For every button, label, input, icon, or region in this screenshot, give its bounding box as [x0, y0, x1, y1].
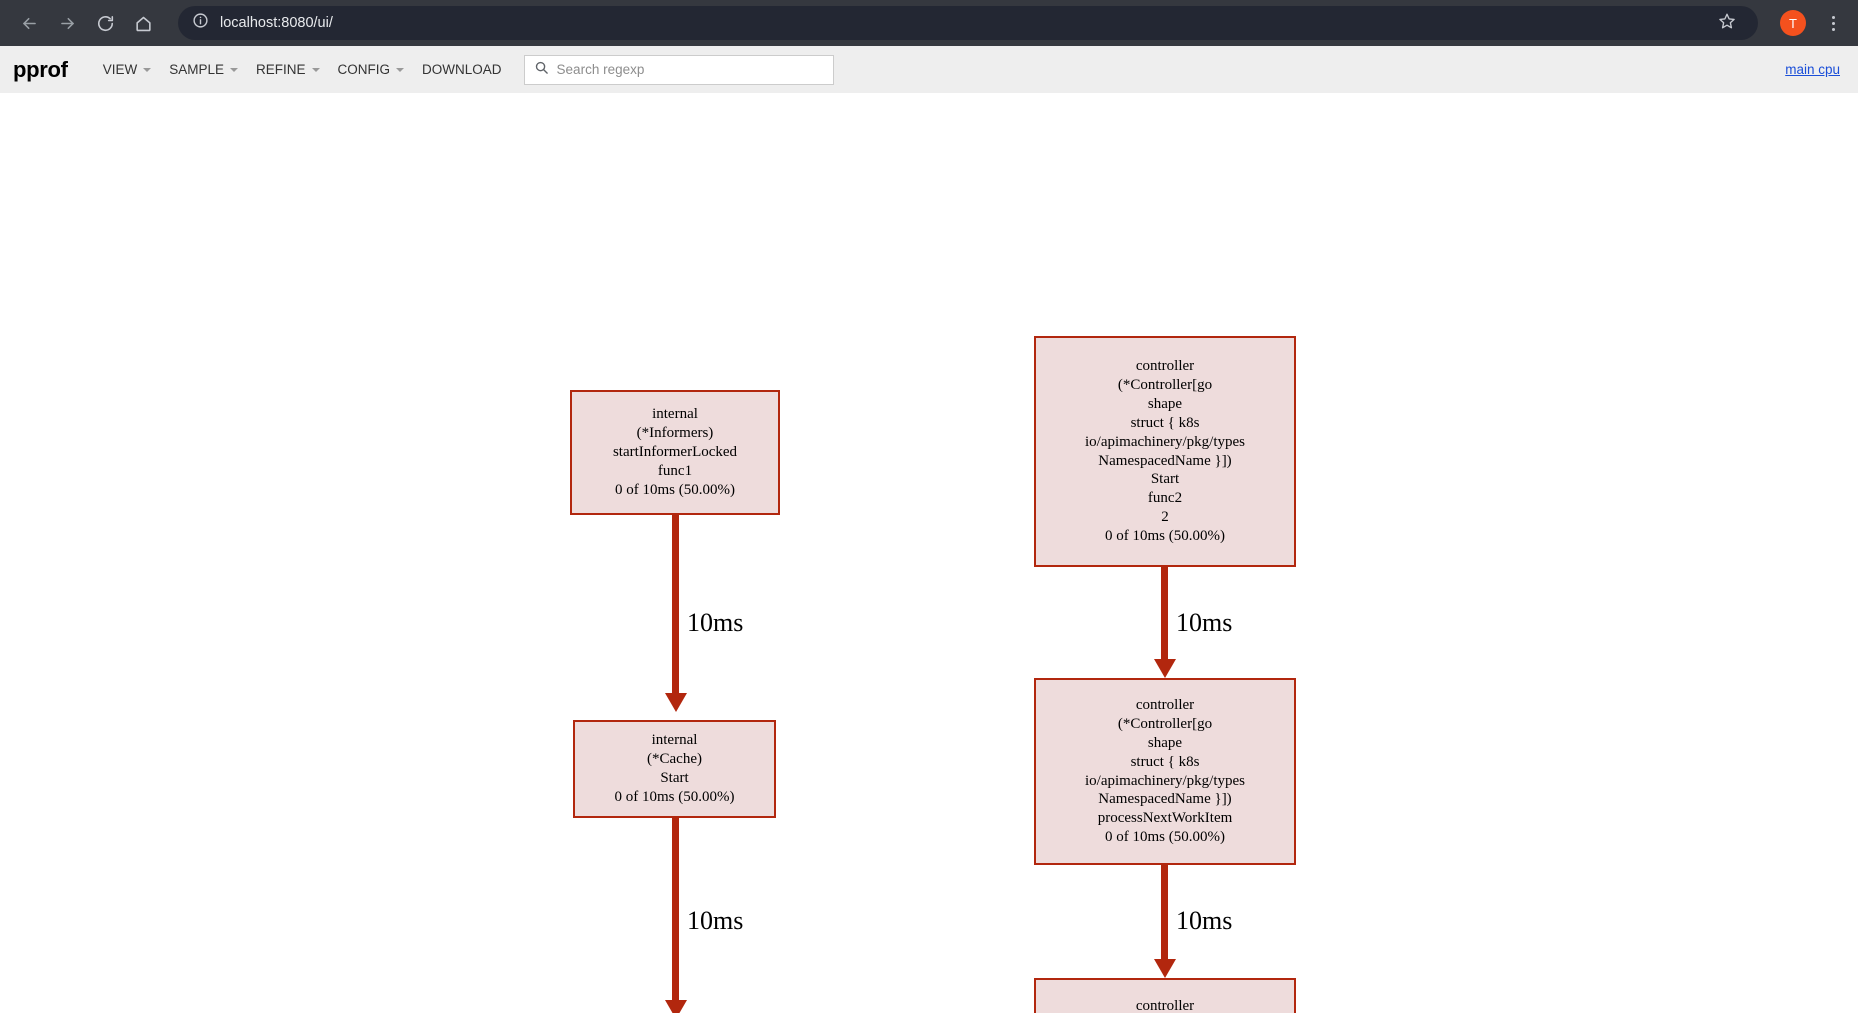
- graph-node-line: startInformerLocked: [612, 444, 738, 461]
- graph-node-line: struct { k8s: [1130, 414, 1200, 431]
- chevron-down-icon: [230, 67, 239, 72]
- graph-node-line: shape: [1147, 396, 1183, 413]
- search-input[interactable]: [556, 62, 824, 77]
- graph-edge: [1161, 567, 1168, 659]
- address-bar[interactable]: localhost:8080/ui/: [178, 6, 1758, 40]
- graph-node-line: 2: [1161, 508, 1169, 525]
- menu-config-label: CONFIG: [337, 62, 391, 77]
- graph-edge: [672, 818, 679, 1000]
- back-arrow-icon: [20, 14, 39, 33]
- home-button[interactable]: [126, 6, 160, 40]
- graph-node-line: Start: [660, 770, 689, 786]
- graph-node-line: struct { k8s: [1130, 753, 1200, 770]
- menu-sample-label: SAMPLE: [169, 62, 225, 77]
- menu-download-label: DOWNLOAD: [422, 62, 502, 77]
- avatar[interactable]: T: [1780, 10, 1806, 36]
- menu-view[interactable]: VIEW: [94, 56, 161, 83]
- menu-sample[interactable]: SAMPLE: [160, 56, 247, 83]
- kebab-menu-icon: [1831, 21, 1835, 25]
- graph-node-line: func2: [1147, 490, 1183, 507]
- flamegraph-canvas[interactable]: 10ms 10ms 10ms 10ms internal (*Informers) star…: [0, 93, 1858, 1013]
- graph-edge-label: 10ms: [687, 906, 744, 935]
- browser-menu-button[interactable]: [1820, 6, 1846, 40]
- kebab-menu-icon: [1831, 15, 1835, 19]
- graph-node-line: controller: [1135, 697, 1195, 714]
- graph-node-line: 0 of 10ms (50.00%): [614, 788, 735, 805]
- graph-node-line: controller: [1135, 997, 1195, 1013]
- graph-node-line: NamespacedName }]): [1098, 791, 1232, 808]
- kebab-menu-icon: [1831, 27, 1835, 31]
- graph-edge-arrowhead: [664, 1000, 687, 1013]
- back-button[interactable]: [12, 6, 46, 40]
- home-icon: [134, 14, 153, 33]
- menu-config[interactable]: CONFIG: [329, 56, 414, 83]
- graph-edge: [1161, 865, 1168, 959]
- graph-node-line: Start: [1150, 471, 1180, 488]
- search-icon: [534, 60, 549, 80]
- graph-node-line: (*Informers): [636, 425, 714, 442]
- graph-edge-arrowhead: [664, 693, 687, 712]
- menu-view-label: VIEW: [102, 62, 138, 77]
- graph-edge-arrowhead: [1153, 659, 1176, 678]
- chevron-down-icon: [143, 67, 152, 72]
- graph-node-line: 0 of 10ms (50.00%): [615, 481, 735, 498]
- graph-node-line: NamespacedName }]): [1098, 452, 1232, 469]
- graph-node-line: controller: [1135, 358, 1195, 375]
- search-box[interactable]: [523, 54, 834, 85]
- url-text: localhost:8080/ui/: [220, 15, 333, 31]
- info-circle-icon[interactable]: [192, 12, 209, 34]
- forward-arrow-icon: [58, 14, 77, 33]
- graph-edge-label: 10ms: [687, 608, 744, 637]
- graph-node-line: (*Cache): [647, 751, 702, 768]
- browser-toolbar: localhost:8080/ui/ T: [0, 0, 1858, 46]
- graph-edge-arrowhead: [1153, 959, 1176, 978]
- reload-icon: [96, 14, 115, 33]
- graph-node-line: 0 of 10ms (50.00%): [1105, 828, 1225, 845]
- chevron-down-icon: [311, 67, 320, 72]
- menu-download[interactable]: DOWNLOAD: [413, 56, 511, 83]
- graph-edge-label: 10ms: [1176, 608, 1233, 637]
- graph-node-line: internal: [652, 406, 698, 423]
- graph-node-line: (*Controller[go: [1117, 377, 1213, 394]
- pprof-header: pprof VIEW SAMPLE REFINE CONFIG DOWNLOAD…: [0, 46, 1858, 93]
- graph-node-line: 0 of 10ms (50.00%): [1105, 527, 1225, 544]
- page-title: pprof: [13, 56, 68, 82]
- graph-node-line: internal: [651, 732, 698, 749]
- graph-node-line: io/apimachinery/pkg/types: [1085, 433, 1245, 450]
- graph-node-line: (*Controller[go: [1117, 716, 1213, 733]
- reload-button[interactable]: [88, 6, 122, 40]
- graph-node-line: shape: [1147, 734, 1183, 751]
- graph-node-line: func1: [657, 462, 693, 479]
- menu-refine-label: REFINE: [256, 62, 306, 77]
- chevron-down-icon: [396, 67, 405, 72]
- graph-node[interactable]: internal (*Cache) Start 0 of 10ms (50.00%): [573, 720, 776, 818]
- bookmark-button[interactable]: [1712, 8, 1742, 38]
- star-icon: [1718, 12, 1736, 35]
- graph-node-line: io/apimachinery/pkg/types: [1085, 772, 1245, 789]
- profile-link[interactable]: main cpu: [1785, 62, 1840, 77]
- menu-refine[interactable]: REFINE: [247, 56, 329, 83]
- graph-edge: [672, 515, 679, 693]
- graph-edge-label: 10ms: [1176, 906, 1233, 935]
- graph-node-line: processNextWorkItem: [1097, 810, 1233, 827]
- forward-button[interactable]: [50, 6, 84, 40]
